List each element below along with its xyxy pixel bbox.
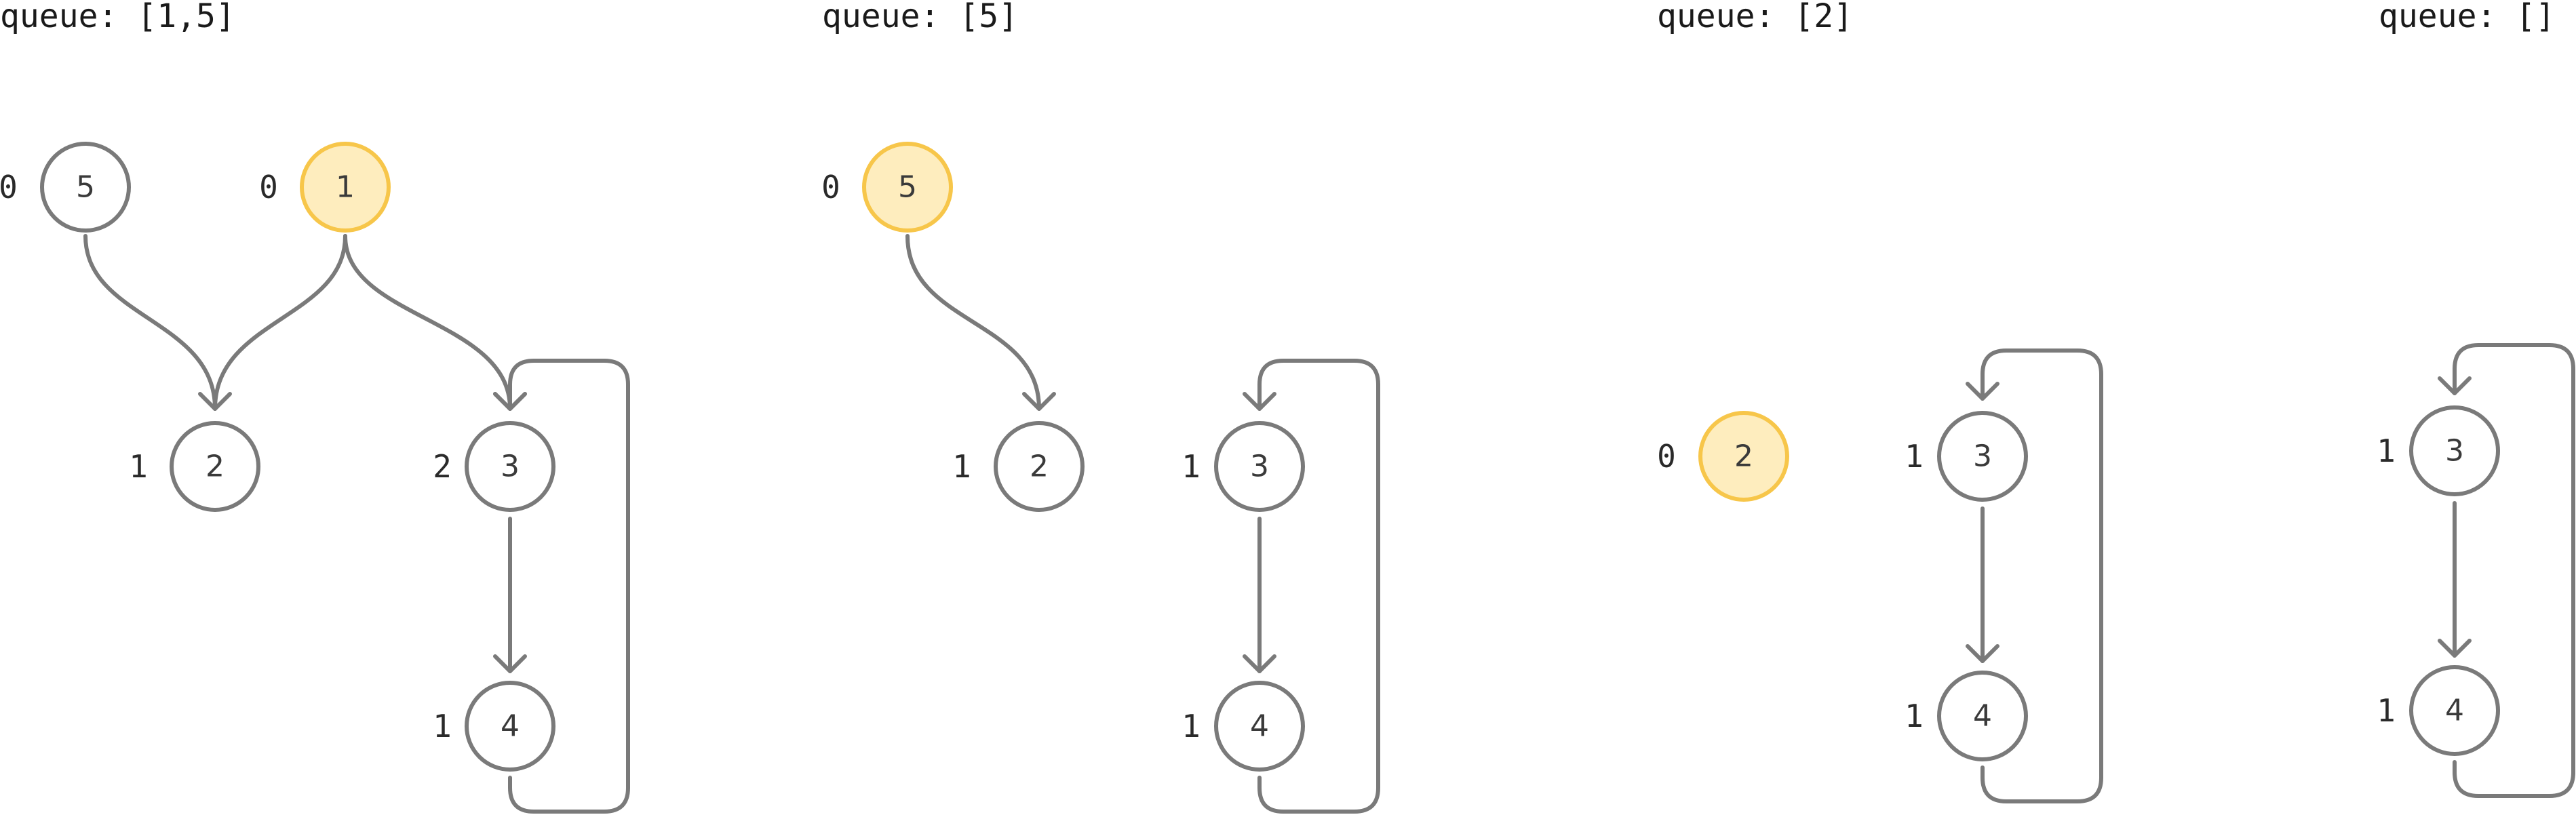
arrowhead-4-to-3 bbox=[2438, 376, 2472, 395]
in-degree-label: 1 bbox=[129, 448, 148, 485]
edge-1-to-2 bbox=[213, 234, 347, 411]
arrowhead-3-to-4 bbox=[1243, 654, 1276, 673]
node-4: 4 1 bbox=[2377, 665, 2500, 756]
node-label: 3 bbox=[501, 450, 520, 484]
in-degree-label: 1 bbox=[1182, 708, 1201, 744]
in-degree-label: 0 bbox=[1657, 438, 1676, 475]
in-degree-label: 1 bbox=[952, 448, 971, 485]
node-3: 3 1 bbox=[1182, 421, 1305, 512]
edge-5-to-2 bbox=[83, 234, 217, 411]
in-degree-label: 1 bbox=[1905, 438, 1924, 475]
node-label: 2 bbox=[1030, 450, 1049, 484]
in-degree-label: 0 bbox=[821, 169, 840, 205]
node-label: 2 bbox=[206, 450, 225, 484]
edge-4-to-3 bbox=[508, 359, 630, 814]
queue-label: queue: [5] bbox=[822, 0, 1018, 35]
node-label: 4 bbox=[2445, 694, 2464, 728]
edge-1-to-3 bbox=[343, 234, 512, 411]
arrowhead-4-to-3 bbox=[1966, 382, 1999, 401]
edge-5-to-2 bbox=[905, 234, 1041, 411]
node-label: 4 bbox=[501, 709, 520, 744]
node-label: 3 bbox=[1250, 450, 1269, 484]
panel-4: queue: [] 3 1 4 1 bbox=[2377, 0, 2575, 798]
arrowhead-3-to-4 bbox=[1966, 644, 1999, 663]
edge-4-to-3 bbox=[1257, 359, 1380, 814]
node-4: 4 1 bbox=[433, 681, 555, 772]
edge-4-to-3 bbox=[1980, 348, 2103, 803]
node-label: 5 bbox=[76, 170, 95, 205]
node-1: 1 0 bbox=[259, 142, 391, 233]
node-label: 5 bbox=[898, 170, 917, 205]
arrowhead-4-to-3 bbox=[493, 392, 527, 411]
node-3: 3 1 bbox=[2377, 405, 2500, 496]
node-3: 3 1 bbox=[1905, 411, 2028, 502]
panel-3: queue: [2] 2 0 3 1 4 1 bbox=[1657, 0, 2103, 803]
node-5: 5 0 bbox=[821, 142, 953, 233]
node-2: 2 0 bbox=[1657, 411, 1789, 502]
node-3: 3 2 bbox=[433, 421, 555, 512]
in-degree-label: 0 bbox=[259, 169, 278, 205]
arrowhead-3-to-4 bbox=[2438, 639, 2472, 658]
in-degree-label: 1 bbox=[433, 708, 452, 744]
arrowhead-3-to-4 bbox=[493, 654, 527, 673]
in-degree-label: 1 bbox=[1905, 698, 1924, 734]
edge-4-to-3 bbox=[2453, 343, 2575, 798]
arrowhead-5-to-2 bbox=[1022, 392, 1056, 411]
node-label: 4 bbox=[1250, 709, 1269, 744]
node-label: 3 bbox=[2445, 434, 2464, 469]
node-4: 4 1 bbox=[1905, 671, 2028, 761]
queue-label: queue: [] bbox=[2379, 0, 2555, 35]
in-degree-label: 0 bbox=[0, 169, 18, 205]
node-label: 4 bbox=[1973, 699, 1992, 734]
node-label: 3 bbox=[1973, 439, 1992, 474]
node-5: 5 0 bbox=[0, 142, 131, 233]
node-2: 2 1 bbox=[952, 421, 1085, 512]
node-label: 2 bbox=[1734, 439, 1753, 474]
in-degree-label: 1 bbox=[2377, 692, 2396, 729]
in-degree-label: 1 bbox=[2377, 433, 2396, 469]
in-degree-label: 1 bbox=[1182, 448, 1201, 485]
panel-2: queue: [5] 5 0 2 1 3 1 4 1 bbox=[821, 0, 1380, 814]
panel-1: queue: [1,5] 5 0 1 0 2 1 3 2 bbox=[0, 0, 630, 814]
queue-label: queue: [2] bbox=[1657, 0, 1853, 35]
node-4: 4 1 bbox=[1182, 681, 1305, 772]
node-label: 1 bbox=[336, 170, 355, 205]
node-2: 2 1 bbox=[129, 421, 260, 512]
in-degree-label: 2 bbox=[433, 448, 452, 485]
queue-label: queue: [1,5] bbox=[0, 0, 235, 35]
arrowhead-4-to-3 bbox=[1243, 392, 1276, 411]
